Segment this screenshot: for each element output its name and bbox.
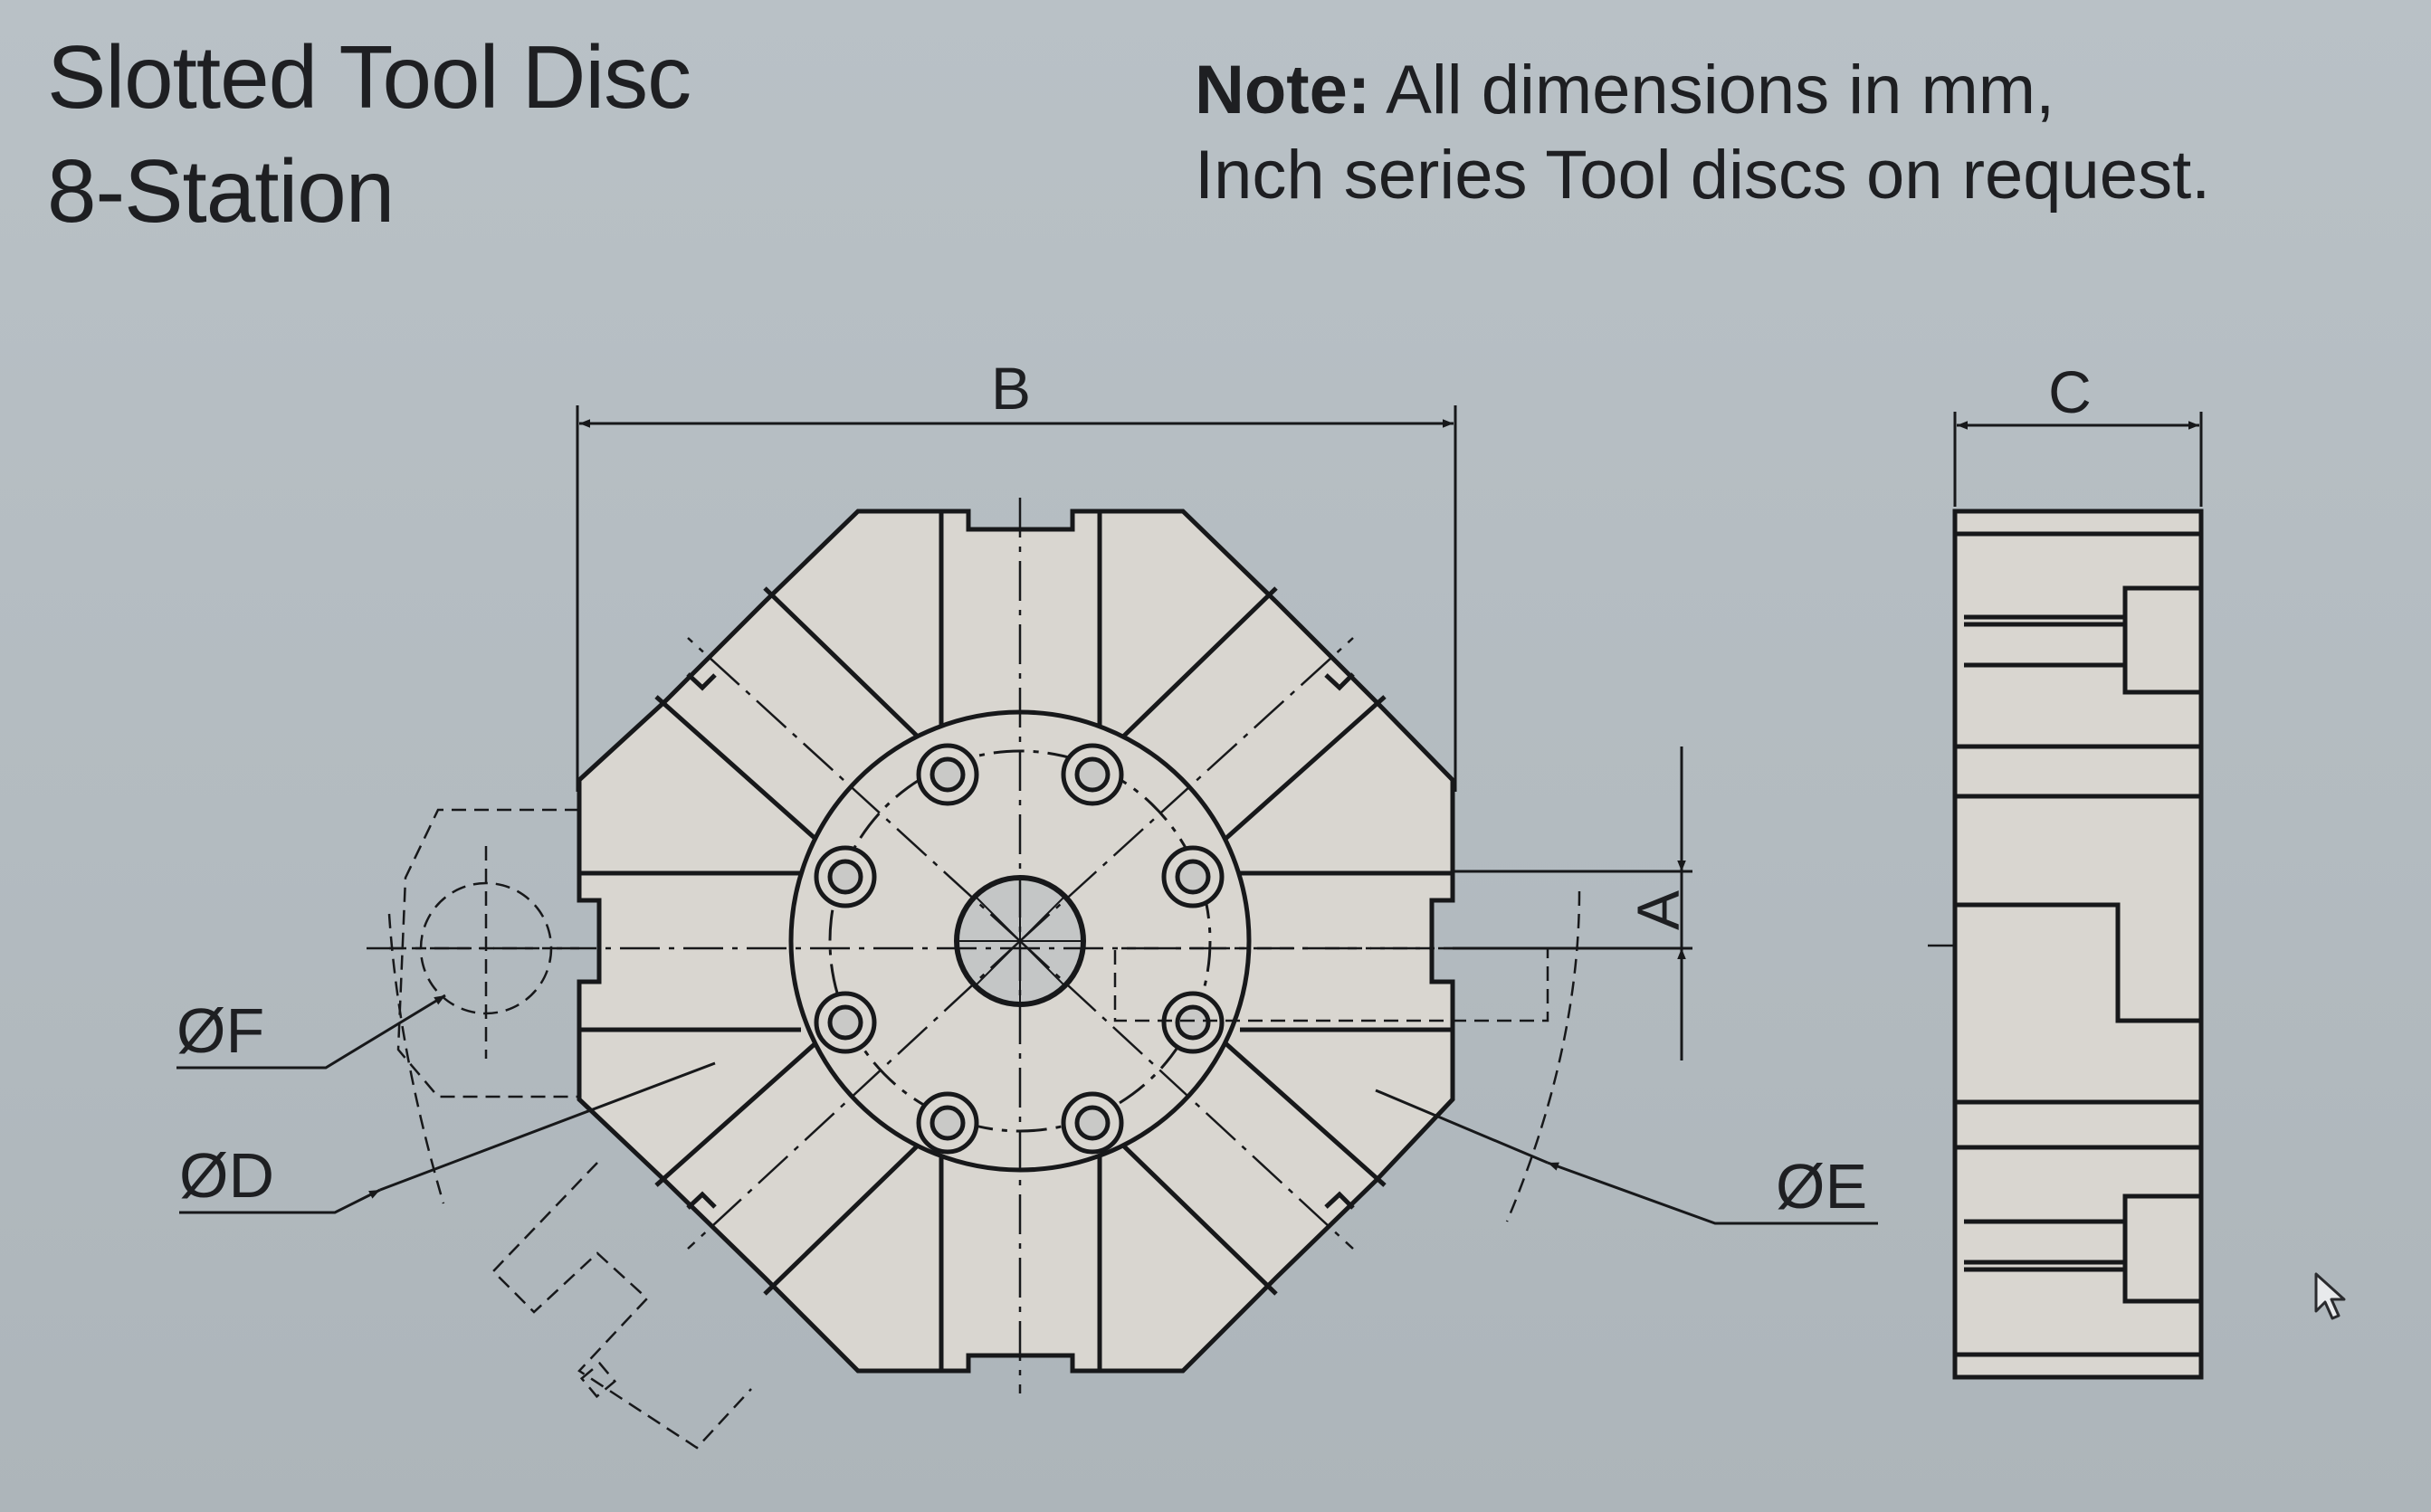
label-c: C — [2048, 358, 2092, 425]
bolt-hole — [1161, 991, 1225, 1054]
label-d: ØD — [179, 1140, 274, 1211]
bolt-hole — [1161, 845, 1225, 908]
center-lines — [367, 498, 2145, 1393]
label-b: B — [991, 355, 1031, 422]
page-subtitle: 8-Station — [47, 141, 395, 241]
note-label: Note: — [1195, 52, 1371, 128]
bolt-holes — [814, 743, 1225, 1155]
bolt-hole — [1061, 1091, 1124, 1155]
bolt-hole — [814, 991, 877, 1054]
bolt-hole — [916, 743, 979, 806]
label-a: A — [1625, 890, 1692, 930]
slot-lines — [579, 511, 1453, 1371]
leader-lines — [176, 994, 1878, 1225]
dimension-c — [1953, 412, 2203, 507]
note-text-1: All dimensions in mm, — [1386, 52, 2055, 128]
label-e: ØE — [1776, 1151, 1867, 1222]
note-line-2: Inch series Tool discs on request. — [1195, 137, 2211, 214]
page-title: Slotted Tool Disc — [47, 27, 691, 127]
bolt-hole — [1061, 743, 1124, 806]
disc-side-view — [1952, 509, 2204, 1380]
dimension-b — [576, 405, 1457, 792]
note-line-1: Note: All dimensions in mm, — [1195, 56, 2054, 125]
dimension-a — [1453, 746, 1692, 1060]
bolt-hole — [814, 845, 877, 908]
bolt-hole — [916, 1091, 979, 1155]
label-f: ØF — [176, 995, 264, 1066]
mouse-pointer-icon — [2314, 1272, 2346, 1320]
